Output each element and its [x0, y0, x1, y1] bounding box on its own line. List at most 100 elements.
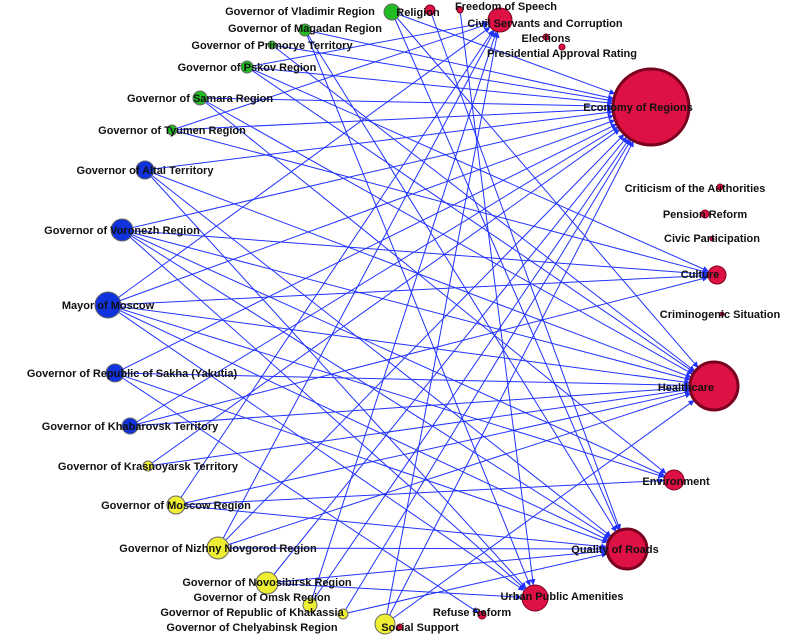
- node-label-roads: Quality of Roads: [571, 544, 658, 556]
- node-altai[interactable]: [135, 160, 155, 180]
- node-civil[interactable]: [487, 7, 513, 33]
- node-pskov[interactable]: [240, 60, 254, 74]
- edge-novosibirsk-roads: [266, 548, 608, 584]
- node-samara[interactable]: [192, 90, 208, 106]
- node-label-economy: Economy of Regions: [583, 102, 692, 114]
- node-environment[interactable]: [663, 469, 685, 491]
- node-sakha[interactable]: [105, 363, 125, 383]
- edge-moscowreg-roads: [175, 504, 608, 550]
- node-label-altai: Governor of Altai Territory: [77, 165, 215, 177]
- edge-magadan-roads: [304, 29, 617, 533]
- node-label-civic: Civic Participation: [664, 233, 760, 245]
- edge-nizhny-roads: [217, 545, 608, 552]
- edge-samara-economy: [199, 97, 614, 110]
- edge-altai-health: [144, 169, 692, 379]
- node-label-pskov: Governor of Pskov Region: [178, 62, 317, 74]
- node-label-vladimir: Governor of Vladimir Region: [225, 6, 375, 18]
- node-label-refuse: Refuse Reform: [433, 607, 511, 619]
- node-moscowreg[interactable]: [166, 495, 186, 515]
- node-label-approval: Presidential Approval Rating: [487, 48, 637, 60]
- node-primorye[interactable]: [267, 40, 277, 50]
- node-urban[interactable]: [521, 584, 549, 612]
- node-crime[interactable]: [719, 311, 725, 317]
- edge-krasnoyarsk-health: [147, 387, 691, 467]
- edge-religion-roads: [429, 9, 621, 531]
- edge-altai-economy: [144, 109, 614, 171]
- node-label-criticism: Criticism of the Authorities: [625, 183, 766, 195]
- node-krasnoyarsk[interactable]: [142, 460, 154, 472]
- node-label-crime: Criminogenic Situation: [660, 309, 781, 321]
- edge-vladimir-economy: [391, 11, 616, 95]
- edge-altai-roads: [144, 169, 612, 538]
- node-omsk[interactable]: [302, 597, 318, 613]
- node-refuse[interactable]: [477, 610, 487, 620]
- node-social[interactable]: [396, 623, 404, 631]
- node-tyumen[interactable]: [166, 124, 178, 136]
- edge-samara-health: [199, 97, 694, 375]
- node-economy[interactable]: [611, 67, 691, 147]
- node-vladimir[interactable]: [383, 3, 401, 21]
- edge-voronezh-environment: [121, 229, 666, 477]
- node-criticism[interactable]: [716, 183, 724, 191]
- node-label-krasnoyarsk: Governor of Krasnoyarsk Territory: [58, 461, 239, 473]
- node-label-health: Healthcare: [658, 382, 714, 394]
- edge-magadan-economy: [304, 29, 615, 101]
- node-roads[interactable]: [605, 527, 649, 571]
- edge-khakassia-roads: [342, 551, 608, 615]
- node-label-moscowreg: Governor of Moscow Region: [101, 500, 251, 512]
- edge-moscow-health: [107, 304, 691, 385]
- node-label-nizhny: Governor of Nizhny Novgorod Region: [119, 543, 317, 555]
- node-label-voronezh: Governor of Voronezh Region: [44, 225, 200, 237]
- edge-moscow-culture: [107, 272, 709, 306]
- node-nizhny[interactable]: [206, 536, 230, 560]
- node-label-environment: Environment: [642, 476, 710, 488]
- node-elections[interactable]: [542, 33, 550, 41]
- edge-khabarovsk-health: [129, 385, 691, 427]
- node-layer: [94, 3, 740, 635]
- edge-sakha-health: [114, 372, 691, 389]
- node-civic[interactable]: [709, 236, 715, 242]
- edge-primorye-economy: [271, 44, 614, 103]
- node-label-sakha: Governor of Republic of Sakha (Yakutia): [27, 368, 238, 380]
- node-label-magadan: Governor of Magadan Region: [228, 23, 382, 35]
- node-label-tyumen: Governor of Tyumen Region: [98, 125, 246, 137]
- edge-chelyabinsk-health: [384, 399, 695, 625]
- node-health[interactable]: [688, 360, 740, 412]
- node-moscow[interactable]: [94, 291, 122, 319]
- node-culture[interactable]: [707, 265, 727, 285]
- edge-omsk-civil: [309, 31, 498, 606]
- node-label-civil: Civil Servants and Corruption: [467, 18, 623, 30]
- node-label-social: Social Support: [381, 622, 459, 634]
- node-chelyabinsk[interactable]: [374, 613, 396, 635]
- edge-sakha-economy: [114, 123, 618, 374]
- edge-chelyabinsk-economy: [384, 140, 635, 625]
- edge-samara-environment: [199, 97, 667, 475]
- edge-nizhny-civil: [217, 30, 495, 549]
- node-label-religion: Religion: [396, 7, 440, 19]
- node-label-culture: Culture: [681, 269, 720, 281]
- edge-altai-urban: [144, 169, 527, 589]
- node-freedom[interactable]: [456, 6, 464, 14]
- node-novosibirsk[interactable]: [255, 571, 279, 595]
- edge-moscow-environment: [107, 304, 665, 479]
- edge-nizhny-health: [217, 392, 692, 549]
- node-label-khabarovsk: Governor of Khabarovsk Territory: [42, 421, 219, 433]
- edge-moscowreg-environment: [175, 477, 665, 506]
- node-pension[interactable]: [700, 209, 710, 219]
- node-khabarovsk[interactable]: [121, 417, 139, 435]
- node-magadan[interactable]: [298, 23, 312, 37]
- edge-khabarovsk-culture: [129, 275, 709, 427]
- edge-primorye-health: [271, 44, 696, 372]
- node-religion[interactable]: [424, 4, 436, 16]
- node-label-primorye: Governor of Primorye Territory: [191, 40, 353, 52]
- node-voronezh[interactable]: [110, 218, 134, 242]
- node-label-chelyabinsk: Governor of Chelyabinsk Region: [166, 622, 337, 634]
- edge-khabarovsk-economy: [129, 126, 619, 427]
- edge-pskov-economy: [246, 66, 614, 106]
- node-approval[interactable]: [558, 43, 566, 51]
- edge-novosibirsk-economy: [266, 136, 628, 584]
- edge-sakha-refuse: [114, 372, 479, 614]
- edge-voronezh-roads: [121, 229, 611, 539]
- node-khakassia[interactable]: [337, 608, 349, 620]
